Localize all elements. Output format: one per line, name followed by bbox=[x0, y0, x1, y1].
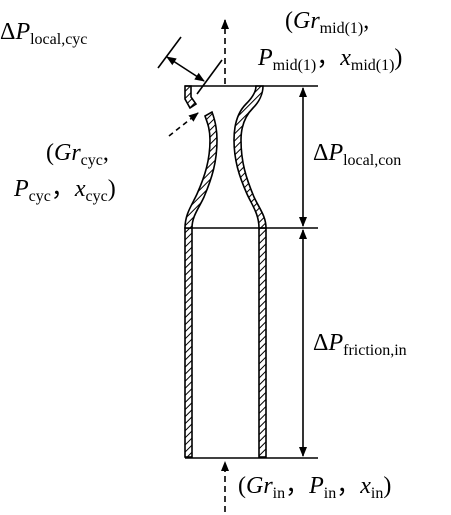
left-tube-wall bbox=[184, 227, 193, 458]
cyc-inlet-flow-arrow bbox=[168, 112, 199, 137]
cyc-open: ( bbox=[46, 140, 54, 166]
in-sep2: ， bbox=[336, 473, 360, 499]
left-contraction-wall bbox=[184, 110, 218, 229]
dp-local-cyc-sub: local,cyc bbox=[30, 31, 87, 48]
in-open: ( bbox=[238, 473, 246, 499]
cyc-x-sub: cyc bbox=[86, 188, 108, 205]
mid1-sep2: ， bbox=[316, 45, 340, 71]
mid1-x: x bbox=[339, 45, 351, 71]
dp-local-cyc-delta: Δ bbox=[0, 19, 15, 45]
in-gr: Gr bbox=[246, 473, 273, 499]
cyc-x: x bbox=[74, 176, 86, 202]
cyc-gr-sub: cyc bbox=[81, 152, 103, 169]
cyc-sep2: ， bbox=[51, 176, 75, 202]
in-p: P bbox=[308, 473, 324, 499]
dp-friction-delta: Δ bbox=[313, 330, 328, 356]
dp-local-con-delta: Δ bbox=[313, 140, 328, 166]
mid1-close: ) bbox=[394, 45, 402, 71]
dp-local-cyc-main: P bbox=[14, 19, 30, 45]
dp-friction-main: P bbox=[327, 330, 343, 356]
mid1-gr: Gr bbox=[293, 8, 320, 34]
cyc-line1-label: (Grcyc, bbox=[46, 140, 109, 169]
mid1-line2-label: Pmid(1)，xmid(1)) bbox=[257, 45, 402, 74]
dp-local-con-main: P bbox=[327, 140, 343, 166]
cyc-p: P bbox=[13, 176, 29, 202]
mid1-p-sub: mid(1) bbox=[273, 57, 317, 74]
dp-local-cyc-label: ΔPlocal,cyc bbox=[0, 19, 87, 48]
mid1-open: ( bbox=[285, 8, 293, 34]
dp-local-con-label: ΔPlocal,con bbox=[313, 140, 401, 169]
cyc-sep1: , bbox=[103, 140, 109, 166]
in-gr-sub: in bbox=[273, 485, 285, 502]
cyc-p-sub: cyc bbox=[29, 188, 51, 205]
dimension-arrows bbox=[157, 36, 307, 457]
mid1-line1-label: (Grmid(1), bbox=[285, 8, 369, 37]
tube-body bbox=[184, 85, 318, 459]
cyc-gr: Gr bbox=[54, 140, 81, 166]
cyc-extension-line-2 bbox=[196, 59, 223, 95]
cyc-close: ) bbox=[108, 176, 116, 202]
right-contraction-wall bbox=[233, 85, 267, 229]
mid1-sep1: , bbox=[363, 8, 369, 34]
dp-local-con-sub: local,con bbox=[343, 152, 401, 169]
mid1-gr-sub: mid(1) bbox=[320, 20, 364, 37]
mid1-p: P bbox=[257, 45, 273, 71]
in-close: ) bbox=[383, 473, 391, 499]
cyc-extension-line-1 bbox=[157, 36, 182, 69]
dp-friction-sub: friction,in bbox=[343, 342, 407, 359]
in-x-sub: in bbox=[371, 485, 383, 502]
cyc-line2-label: Pcyc，xcyc) bbox=[13, 176, 116, 205]
right-tube-wall bbox=[258, 227, 267, 458]
local-cyc-dimension-arrow bbox=[166, 56, 205, 82]
in-sep1: ， bbox=[285, 473, 309, 499]
left-outlet-lip bbox=[184, 85, 198, 110]
dp-friction-label: ΔPfriction,in bbox=[313, 330, 407, 359]
mid1-x-sub: mid(1) bbox=[351, 57, 395, 74]
in-x: x bbox=[359, 473, 371, 499]
in-p-sub: in bbox=[324, 485, 336, 502]
inlet-label: (Grin，Pin，xin) bbox=[238, 473, 391, 502]
flow-arrows bbox=[168, 19, 229, 512]
